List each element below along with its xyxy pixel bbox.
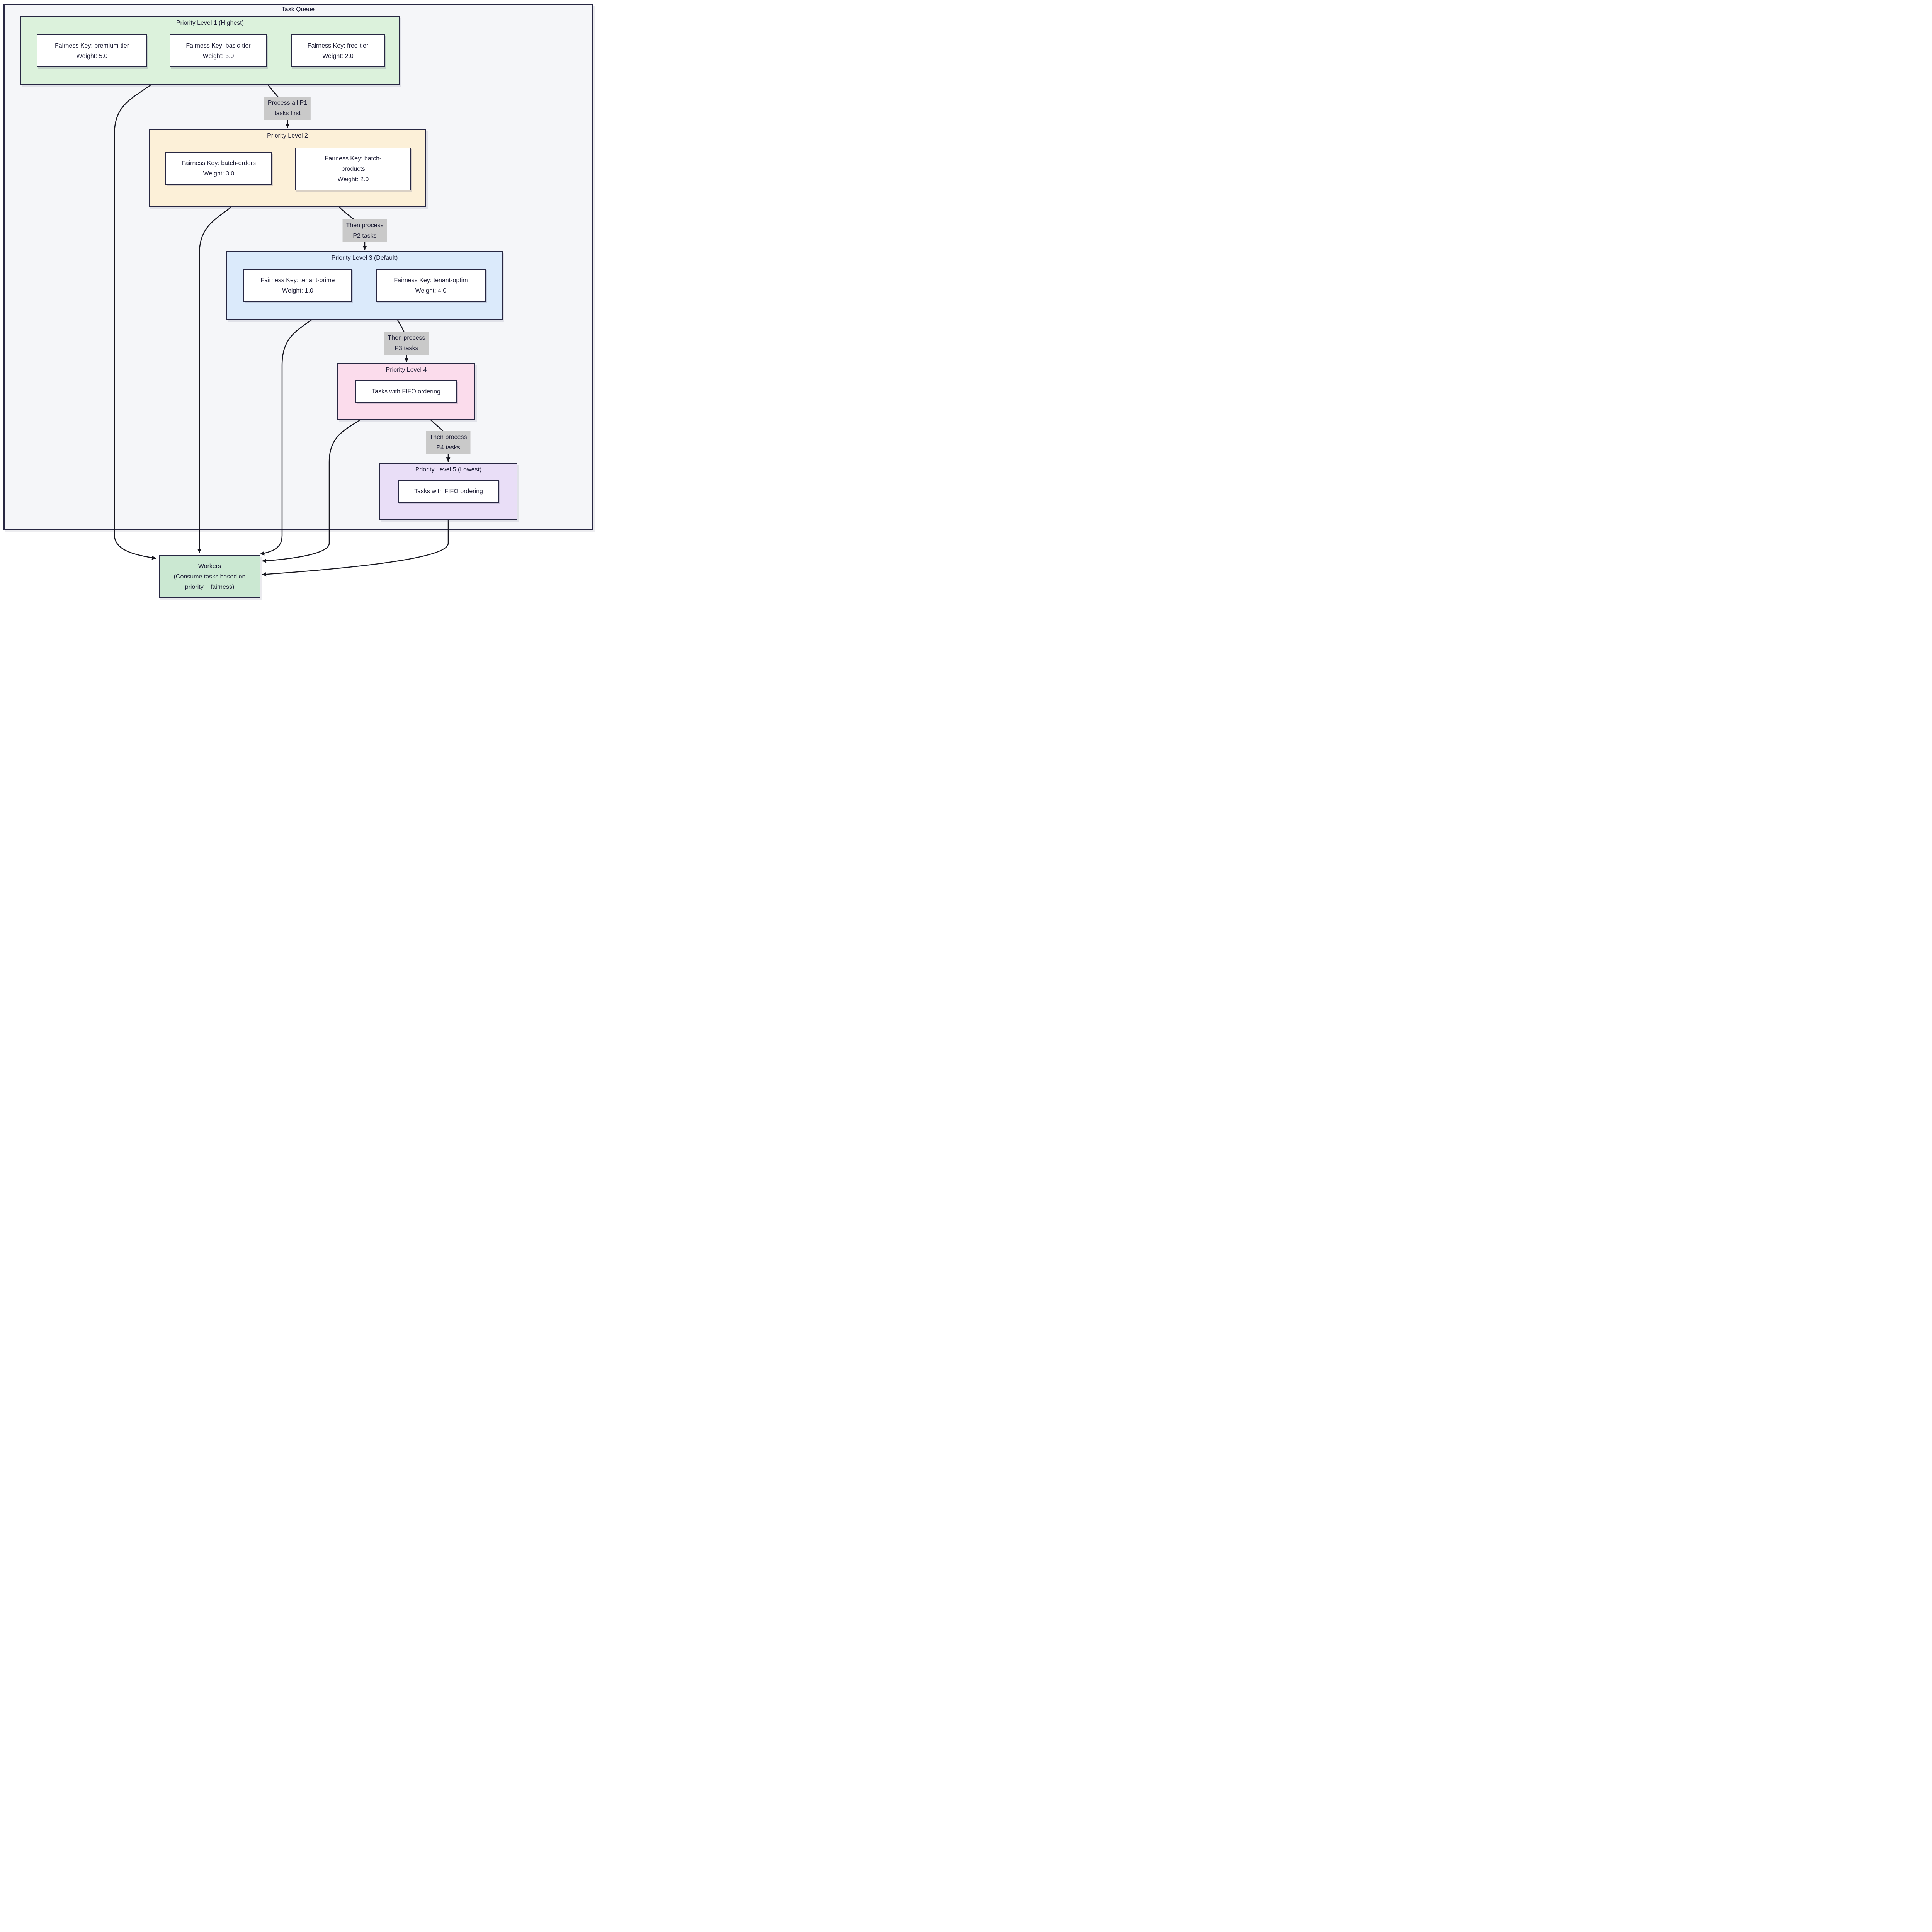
fairness-node-tenant-optim: Fairness Key: tenant-optim Weight: 4.0 xyxy=(376,269,486,302)
priority-level-2-title: Priority Level 2 xyxy=(267,133,308,139)
weight-line: Weight: 2.0 xyxy=(337,176,369,183)
workers-line-2: (Consume tasks based on xyxy=(173,573,246,580)
fairness-key-line: Fairness Key: basic-tier xyxy=(186,42,251,49)
edge-p5-to-workers xyxy=(262,520,449,577)
fairness-key-line: Fairness Key: free-tier xyxy=(307,42,369,49)
workers-line: Workers xyxy=(198,563,221,570)
edge-p1-to-workers xyxy=(114,84,156,560)
fairness-node-basic-tier: Fairness Key: basic-tier Weight: 3.0 xyxy=(170,34,267,67)
edge-label-line: Then process xyxy=(429,434,467,440)
edge-p4-to-workers xyxy=(262,419,361,563)
fifo-line: Tasks with FIFO ordering xyxy=(372,388,440,395)
fifo-line: Tasks with FIFO ordering xyxy=(414,488,483,495)
edge-label-line-2: tasks first xyxy=(274,110,301,117)
edge-p2-to-workers xyxy=(197,207,231,553)
priority-level-1-title: Priority Level 1 (Highest) xyxy=(176,20,244,26)
priority-level-4-title: Priority Level 4 xyxy=(386,367,427,373)
priority-level-3-title: Priority Level 3 (Default) xyxy=(331,255,398,261)
edge-label-line: Then process xyxy=(346,222,384,229)
weight-line: Weight: 4.0 xyxy=(415,287,447,294)
fifo-node-p4: Tasks with FIFO ordering xyxy=(355,380,457,403)
edge-p3-to-workers xyxy=(260,319,312,556)
edge-label-process-p4: Then process P4 tasks xyxy=(426,431,471,454)
edge-label-process-p2: Then process P2 tasks xyxy=(342,219,387,242)
edge-label-line-2: P2 tasks xyxy=(353,233,377,239)
edge-label-line-2: P4 tasks xyxy=(436,444,460,451)
fairness-key-line: Fairness Key: batch- xyxy=(325,155,382,162)
weight-line: Weight: 3.0 xyxy=(203,170,235,177)
fifo-node-p5: Tasks with FIFO ordering xyxy=(398,480,499,503)
task-queue-flowchart: Task Queue Priority Level 1 (Highest) Fa… xyxy=(0,0,596,601)
fairness-key-line: Fairness Key: batch-orders xyxy=(181,160,256,167)
diagram-title: Task Queue xyxy=(281,6,315,13)
workers-line-3: priority + fairness) xyxy=(185,583,235,590)
weight-line: Weight: 1.0 xyxy=(282,287,313,294)
weight-line: Weight: 3.0 xyxy=(202,53,234,60)
weight-line: Weight: 5.0 xyxy=(76,53,108,60)
fairness-node-free-tier: Fairness Key: free-tier Weight: 2.0 xyxy=(291,34,385,67)
workers-node: Workers (Consume tasks based on priority… xyxy=(159,555,260,598)
fairness-node-premium-tier: Fairness Key: premium-tier Weight: 5.0 xyxy=(37,34,147,67)
edge-label-line-2: P3 tasks xyxy=(395,345,418,352)
edge-label-line: Then process xyxy=(388,335,425,341)
fairness-key-line: Fairness Key: tenant-prime xyxy=(260,277,335,284)
edge-label-process-p1: Process all P1 tasks first xyxy=(264,97,311,120)
fairness-node-tenant-prime: Fairness Key: tenant-prime Weight: 1.0 xyxy=(243,269,352,302)
fairness-node-batch-products: Fairness Key: batch- products Weight: 2.… xyxy=(295,148,411,190)
priority-level-5-title: Priority Level 5 (Lowest) xyxy=(415,466,482,473)
fairness-key-line: Fairness Key: tenant-optim xyxy=(394,277,468,284)
edge-label-line: Process all P1 xyxy=(267,100,308,106)
fairness-key-line: Fairness Key: premium-tier xyxy=(54,42,129,49)
fairness-key-line-2: products xyxy=(341,166,365,172)
edge-label-process-p3: Then process P3 tasks xyxy=(384,332,429,355)
fairness-node-batch-orders: Fairness Key: batch-orders Weight: 3.0 xyxy=(165,152,272,185)
weight-line: Weight: 2.0 xyxy=(322,53,354,60)
